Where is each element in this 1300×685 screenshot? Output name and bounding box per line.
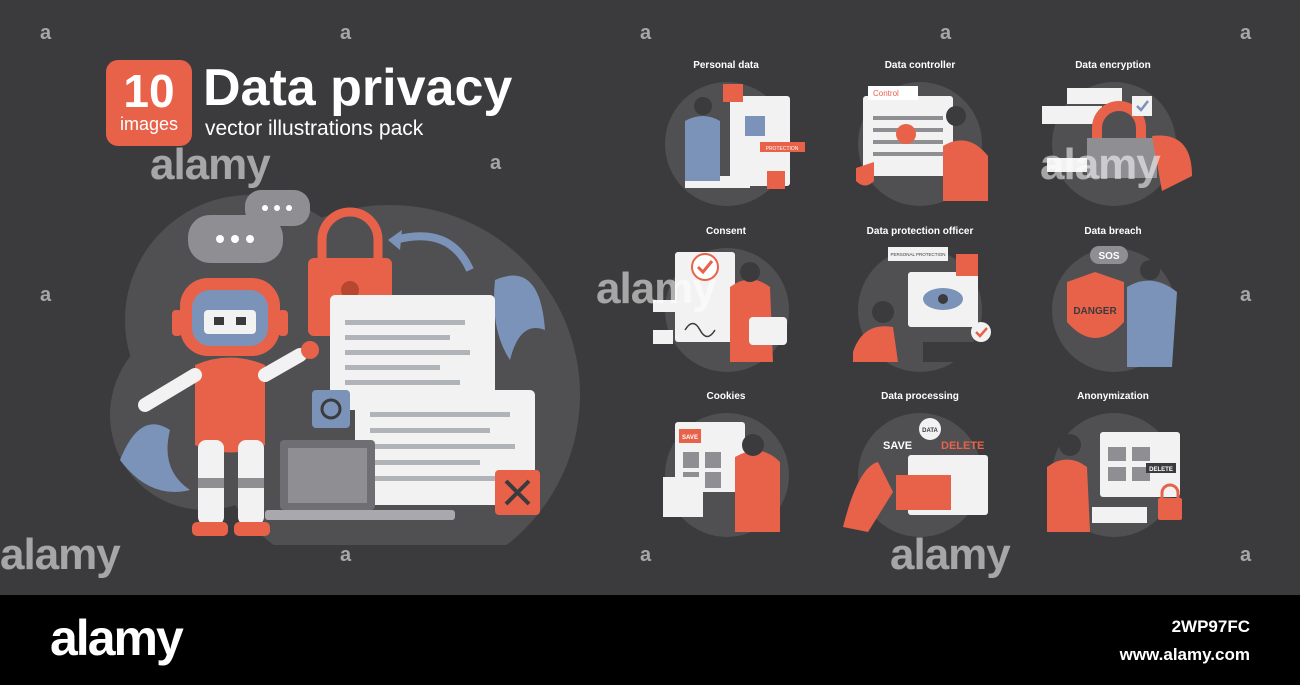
page-title: Data privacy [203,59,513,117]
watermark-letter: a [40,284,52,306]
robot-character [138,278,319,536]
panel-consent [653,248,789,372]
badge-caption: images [119,114,179,134]
panel-data-encryption [1042,82,1192,206]
watermark-letter: a [640,544,652,566]
panel-personal-data: PROTECTION [665,82,805,206]
panel-data-protection-officer: PERSONAL PROTECTION [853,247,991,372]
footer-bar: alamy 2WP97FC www.alamy.com [0,595,1300,685]
chat-bubble-icon [188,190,310,263]
panel-label-anonymization: Anonymization [1077,391,1149,402]
panel-label-data-processing: Data processing [881,391,959,402]
watermark-letter: a [490,152,502,174]
site-url: www.alamy.com [1119,645,1250,664]
svg-text:PERSONAL PROTECTION: PERSONAL PROTECTION [890,252,945,257]
watermark-text: alamy [0,530,121,579]
watermark-text: alamy [890,530,1011,579]
illustration-canvas: 10 images Data privacy vector illustrati… [0,0,1300,595]
watermark-text: alamy [150,140,271,189]
watermark-text: alamy [596,264,717,313]
watermark-letter: a [640,22,652,44]
svg-text:DELETE: DELETE [941,440,984,452]
panel-data-breach: SOS DANGER [1052,246,1177,372]
count-badge: 10 images [106,60,192,146]
panel-label-personal-data: Personal data [693,60,759,71]
image-id: 2WP97FC [1171,617,1250,636]
panel-anonymization: DELETE [1047,413,1182,537]
panel-data-processing: SAVE DELETE DATA [843,413,988,537]
watermark-letter: a [340,22,352,44]
watermark-letter: a [1240,22,1252,44]
panel-label-consent: Consent [706,226,746,237]
panel-label-data-breach: Data breach [1084,226,1142,237]
panel-cookies: SAVE [663,413,789,537]
watermark-text: alamy [1040,140,1161,189]
svg-text:SAVE: SAVE [682,435,698,441]
panel-data-controller: Control [856,82,988,206]
panel-label-data-encryption: Data encryption [1075,60,1151,71]
footer-logo: alamy [50,610,184,666]
svg-text:DATA: DATA [922,428,938,434]
svg-text:SOS: SOS [1098,251,1119,262]
panel-label-data-controller: Data controller [884,60,956,71]
svg-text:DANGER: DANGER [1073,306,1117,317]
panel-label-data-protection-officer: Data protection officer [866,226,974,237]
search-icon [312,390,350,428]
watermark-letter: a [340,544,352,566]
panel-label-cookies: Cookies [706,391,746,402]
watermark-letter: a [1240,284,1252,306]
svg-text:Control: Control [873,89,899,98]
svg-text:SAVE: SAVE [883,440,912,452]
watermark-letter: a [1240,544,1252,566]
watermark-letter: a [940,22,952,44]
badge-number: 10 [123,65,175,117]
hero-illustration [110,190,580,545]
watermark-letter: a [40,22,52,44]
svg-text:DELETE: DELETE [1149,467,1173,473]
svg-text:PROTECTION: PROTECTION [766,146,799,152]
page-subtitle: vector illustrations pack [205,117,424,140]
